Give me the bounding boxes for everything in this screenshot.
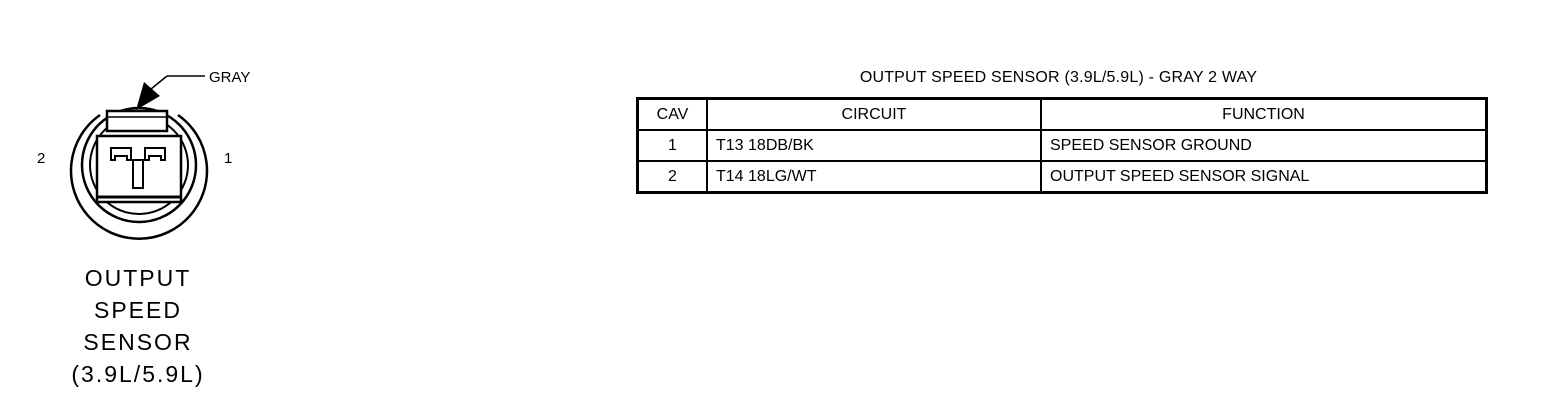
color-leader-line: [150, 75, 168, 90]
header-circuit: CIRCUIT: [706, 97, 1042, 131]
connector-diagram: GRAY 2 1: [37, 69, 250, 240]
header-function: FUNCTION: [1040, 97, 1488, 131]
cell-cav: 1: [636, 129, 708, 162]
table-header-row: CAV CIRCUIT FUNCTION: [636, 97, 1488, 131]
table-title: OUTPUT SPEED SENSOR (3.9L/5.9L) - GRAY 2…: [859, 69, 1258, 86]
caption-line: SPEED: [94, 297, 182, 323]
table-row: 2 T14 18LG/WT OUTPUT SPEED SENSOR SIGNAL: [636, 160, 1488, 194]
cell-function: SPEED SENSOR GROUND: [1040, 129, 1488, 162]
caption-line: SENSOR: [83, 329, 193, 355]
cavity-2: [110, 147, 132, 161]
header-cav: CAV: [636, 97, 708, 131]
connector-caption: OUTPUT SPEED SENSOR (3.9L/5.9L): [38, 262, 238, 390]
caption-line: OUTPUT: [84, 265, 192, 291]
pinout-table: CAV CIRCUIT FUNCTION 1 T13 18DB/BK SPEED…: [636, 97, 1488, 194]
cell-circuit: T13 18DB/BK: [706, 129, 1042, 162]
pin-1-label: 1: [224, 150, 232, 167]
caption-line: (3.9L/5.9L): [71, 361, 205, 387]
connector-outer-shell: [69, 113, 209, 240]
cell-circuit: T14 18LG/WT: [706, 160, 1042, 194]
color-label: GRAY: [209, 69, 250, 86]
connector-latch: [105, 109, 169, 133]
pin-2-label: 2: [37, 150, 45, 167]
cell-cav: 2: [636, 160, 708, 194]
arrow-icon: [136, 82, 160, 110]
cavity-divider: [132, 159, 144, 189]
table-row: 1 T13 18DB/BK SPEED SENSOR GROUND: [636, 129, 1488, 162]
cavity-1: [144, 147, 166, 161]
cell-function: OUTPUT SPEED SENSOR SIGNAL: [1040, 160, 1488, 194]
